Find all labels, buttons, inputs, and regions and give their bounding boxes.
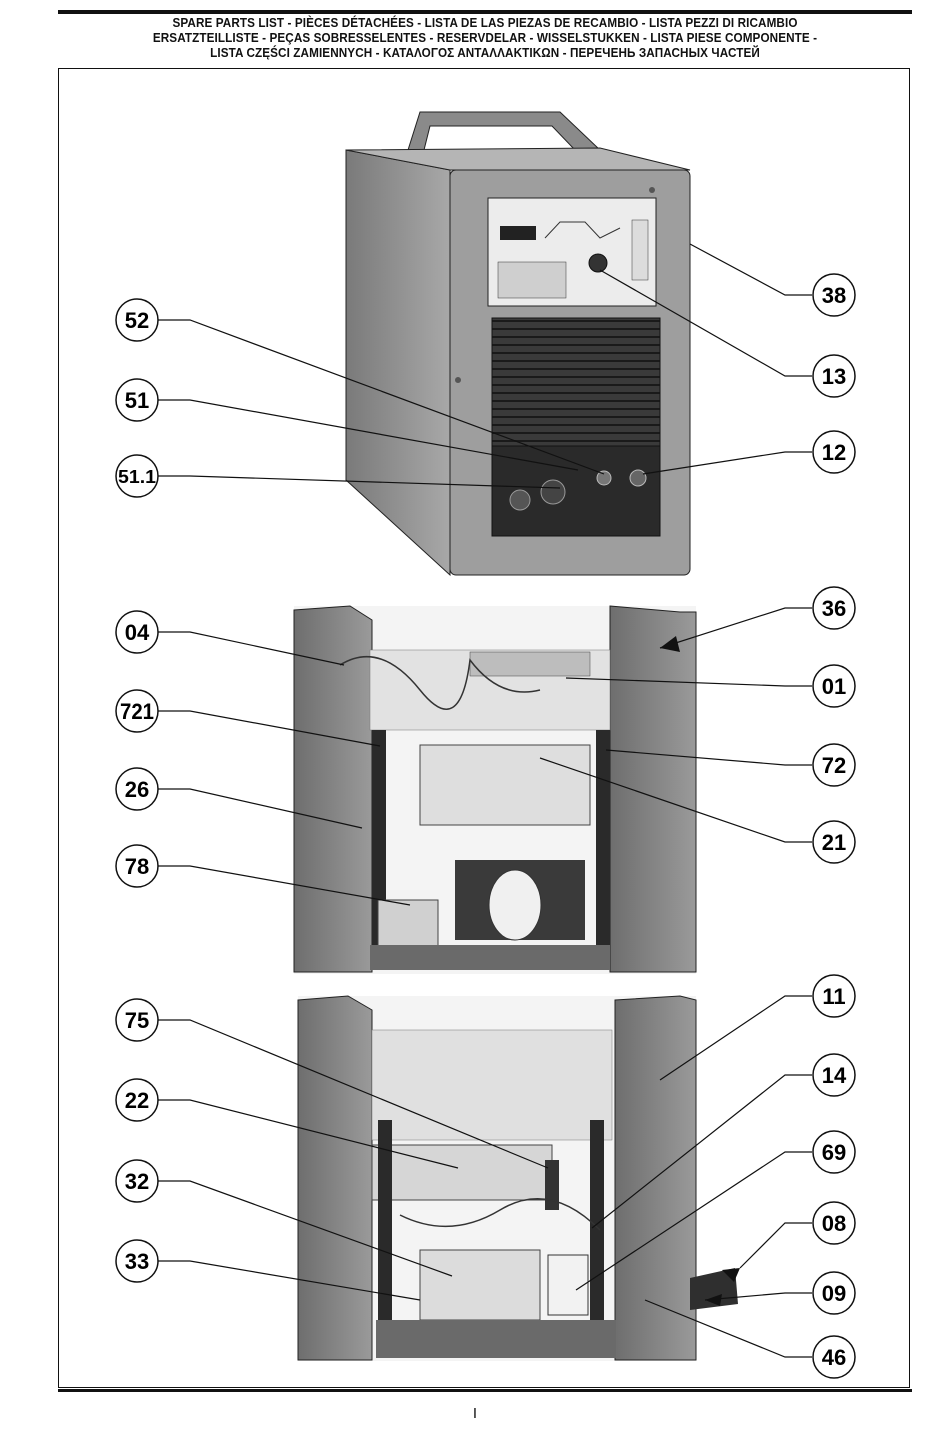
callout-01: 01 — [812, 664, 856, 708]
callout-label-33: 33 — [125, 1249, 149, 1274]
callout-21: 21 — [812, 820, 856, 864]
callout-label-75: 75 — [125, 1008, 149, 1033]
callout-08: 08 — [812, 1201, 856, 1245]
drawing-frame — [58, 68, 910, 1388]
callout-label-32: 32 — [125, 1169, 149, 1194]
callout-14: 14 — [812, 1053, 856, 1097]
callout-51: 51 — [115, 378, 159, 422]
callout-33: 33 — [115, 1239, 159, 1283]
header-line-1: SPARE PARTS LIST - PIÈCES DÉTACHÉES - LI… — [172, 16, 798, 30]
callout-label-11: 11 — [822, 984, 845, 1009]
callout-label-721: 721 — [120, 699, 154, 724]
callout-72: 72 — [812, 743, 856, 787]
callout-label-78: 78 — [125, 854, 149, 879]
callout-label-51-1: 51.1 — [118, 467, 156, 487]
leader-lines — [158, 243, 812, 1358]
callout-label-04: 04 — [125, 620, 150, 645]
callout-36: 36 — [812, 586, 856, 630]
callout-label-72: 72 — [822, 753, 846, 778]
chassis-internal-view-upper — [293, 605, 697, 974]
callout-38: 38 — [812, 273, 856, 317]
callout-12: 12 — [812, 430, 856, 474]
callout-label-22: 22 — [125, 1088, 149, 1113]
page-header: SPARE PARTS LIST - PIÈCES DÉTACHÉES - LI… — [88, 16, 882, 61]
callout-75: 75 — [115, 998, 159, 1042]
arrow-head-36 — [660, 636, 680, 652]
callout-label-21: 21 — [822, 830, 846, 855]
callout-69: 69 — [812, 1130, 856, 1174]
callout-04: 04 — [115, 610, 159, 654]
callout-label-01: 01 — [822, 674, 846, 699]
callout-78: 78 — [115, 844, 159, 888]
callout-label-13: 13 — [822, 364, 846, 389]
chassis-internal-view-lower — [297, 995, 738, 1361]
callout-label-46: 46 — [822, 1345, 846, 1370]
callout-721: 721 — [115, 689, 159, 733]
callout-label-09: 09 — [822, 1281, 846, 1306]
callout-label-26: 26 — [125, 777, 149, 802]
callout-label-51: 51 — [125, 388, 149, 413]
header-line-3: LISTA CZĘŚCI ZAMIENNYCH - ΚΑΤΑΛΟΓΟΣ ΑΝΤΑ… — [210, 46, 760, 60]
callout-09: 09 — [812, 1271, 856, 1315]
callout-32: 32 — [115, 1159, 159, 1203]
header-rule-top — [58, 10, 912, 14]
callout-46: 46 — [812, 1335, 856, 1379]
callout-label-38: 38 — [822, 283, 846, 308]
callout-26: 26 — [115, 767, 159, 811]
welder-machine-front-view — [345, 111, 691, 577]
callout-label-12: 12 — [822, 440, 846, 465]
callout-13: 13 — [812, 354, 856, 398]
callout-label-14: 14 — [822, 1063, 847, 1088]
page-number: I — [472, 1405, 478, 1422]
callout-label-69: 69 — [822, 1140, 846, 1165]
callout-label-08: 08 — [822, 1211, 846, 1236]
arrow-head-09 — [705, 1294, 722, 1306]
callout-51-1: 51.1 — [115, 454, 159, 498]
callout-label-52: 52 — [125, 308, 149, 333]
callout-label-36: 36 — [822, 596, 846, 621]
callout-52: 52 — [115, 298, 159, 342]
callout-11: 11 — [812, 974, 856, 1018]
arrow-head-08 — [722, 1268, 740, 1282]
header-line-2: ERSATZTEILLISTE - PEÇAS SOBRESSELENTES -… — [152, 31, 818, 45]
footer-rule — [58, 1389, 912, 1392]
callout-22: 22 — [115, 1078, 159, 1122]
